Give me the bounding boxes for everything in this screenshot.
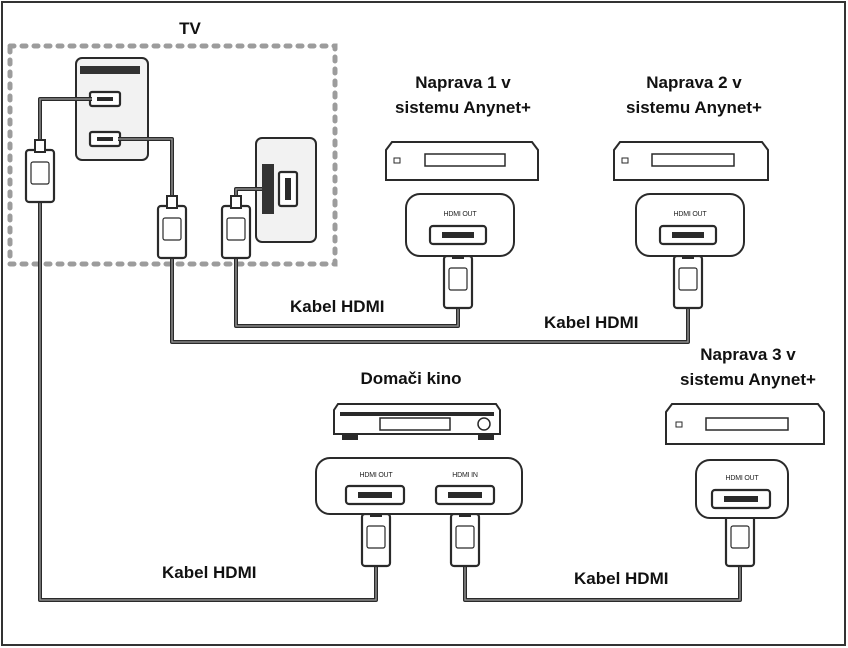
cable-label-device-2: Kabel HDMI xyxy=(544,313,638,332)
cable-plugs xyxy=(24,139,756,568)
cable-label-home-theater: Kabel HDMI xyxy=(162,563,256,582)
cable-paths xyxy=(38,97,742,602)
cable-labels: Kabel HDMI Kabel HDMI Kabel HDMI Kabel H… xyxy=(162,297,668,588)
hdmi-plug xyxy=(156,195,188,260)
hdmi-plug xyxy=(220,195,252,260)
device-2-label-line2: sistemu Anynet+ xyxy=(626,98,762,117)
hdmi-plug xyxy=(24,139,56,204)
device-2: Naprava 2 v sistemu Anynet+ HDMI OUT xyxy=(613,73,769,257)
tv-rear-panel-strip xyxy=(262,164,274,214)
home-theater-label: Domači kino xyxy=(360,369,461,388)
tv-rear-hdmi-panel xyxy=(255,137,317,243)
home-theater: Domači kino HDMI OUT HDMI IN xyxy=(315,369,523,515)
home-theater-in-label: HDMI IN xyxy=(452,472,478,479)
device-1-label-line1: Naprava 1 v xyxy=(415,73,511,92)
device-3: Naprava 3 v sistemu Anynet+ HDMI OUT xyxy=(665,345,825,519)
device-2-port-label: HDMI OUT xyxy=(673,211,707,218)
device-1: Naprava 1 v sistemu Anynet+ HDMI OUT xyxy=(385,73,539,257)
tv-group: TV xyxy=(7,19,338,267)
device-3-label-line2: sistemu Anynet+ xyxy=(680,370,816,389)
device-3-label-line1: Naprava 3 v xyxy=(700,345,796,364)
tv-panel-header-strip xyxy=(80,66,140,74)
device-1-port-label: HDMI OUT xyxy=(443,211,477,218)
tv-side-hdmi-panel xyxy=(75,57,149,161)
tv-label: TV xyxy=(179,19,201,38)
cable-tv-to-home-theater xyxy=(38,97,378,602)
home-theater-out-label: HDMI OUT xyxy=(359,472,393,479)
cable-label-device-1: Kabel HDMI xyxy=(290,297,384,316)
device-2-label-line1: Naprava 2 v xyxy=(646,73,742,92)
device-3-port-label: HDMI OUT xyxy=(725,475,759,482)
device-1-label-line2: sistemu Anynet+ xyxy=(395,98,531,117)
cable-label-device-3: Kabel HDMI xyxy=(574,569,668,588)
